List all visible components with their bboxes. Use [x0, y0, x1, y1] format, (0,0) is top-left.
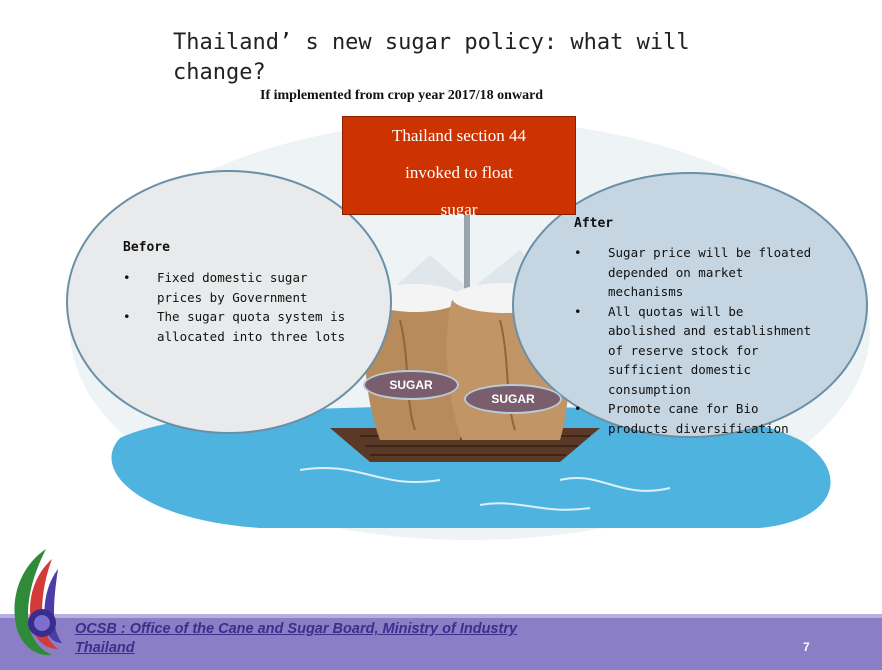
before-list: Fixed domestic sugar prices by Governmen… [123, 268, 353, 346]
footer-divider [0, 614, 882, 618]
after-item-3: Promote cane for Bio products diversific… [574, 399, 814, 438]
after-heading: After [574, 216, 614, 231]
callout-line-2: invoked to float [405, 163, 513, 182]
ocsb-logo-icon [14, 549, 62, 656]
slide-title: Thailand’ s new sugar policy: what will … [173, 30, 690, 85]
callout-line-3: sugar [440, 200, 478, 219]
sugar-bag-label-right: SUGAR [464, 384, 562, 414]
after-item-2: All quotas will be abolished and establi… [574, 302, 814, 400]
before-item-1: Fixed domestic sugar prices by Governmen… [123, 268, 353, 307]
sugar-bag-label-left: SUGAR [363, 370, 459, 400]
after-list: Sugar price will be floated depended on … [574, 243, 814, 438]
callout-line-1: Thailand section 44 [391, 126, 527, 145]
footer-line-2[interactable]: Thailand [75, 640, 135, 656]
page-number: 7 [803, 640, 810, 654]
before-heading: Before [123, 240, 170, 255]
footer-line-1[interactable]: OCSB : Office of the Cane and Sugar Boar… [75, 621, 518, 637]
slide-subtitle: If implemented from crop year 2017/18 on… [260, 88, 544, 103]
footer-organization-link[interactable]: OCSB : Office of the Cane and Sugar Boar… [75, 620, 517, 658]
after-item-1: Sugar price will be floated depended on … [574, 243, 814, 302]
footer-band [0, 614, 882, 670]
before-item-2: The sugar quota system is allocated into… [123, 307, 353, 346]
section-44-callout: Thailand section 44 invoked to float sug… [342, 116, 576, 219]
